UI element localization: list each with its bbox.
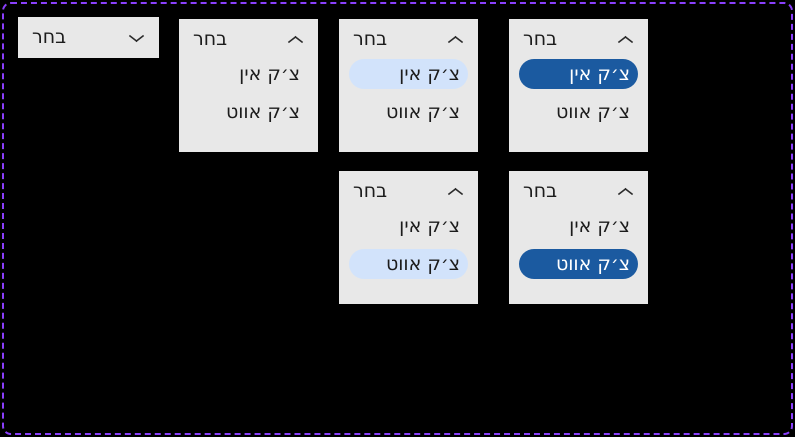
option-label: צ׳ק אווט (385, 253, 460, 275)
option-check-out[interactable]: צ׳ק אווט (519, 97, 638, 127)
select-closed-label: בחר (32, 26, 67, 48)
option-label: צ׳ק אין (399, 215, 460, 237)
chevron-up-icon (287, 35, 304, 44)
select-open-hover-checkout[interactable]: בחר צ׳ק אין צ׳ק אווט (339, 171, 478, 304)
select-open-selected-checkin-header[interactable]: בחר (509, 19, 648, 59)
select-closed[interactable]: בחר (18, 17, 159, 58)
chevron-up-icon (617, 187, 634, 196)
select-open-default-header[interactable]: בחר (179, 19, 318, 59)
option-label: צ׳ק אווט (225, 101, 300, 123)
chevron-down-icon (128, 34, 145, 42)
select-open-selected-checkin[interactable]: בחר צ׳ק אין צ׳ק אווט (509, 19, 648, 152)
select-open-selected-checkout-options: צ׳ק אין צ׳ק אווט (509, 211, 648, 291)
option-check-in[interactable]: צ׳ק אין (349, 211, 468, 241)
option-label: צ׳ק אין (239, 63, 300, 85)
select-open-selected-checkout-header[interactable]: בחר (509, 171, 648, 211)
chevron-up-icon (617, 35, 634, 44)
select-open-hover-checkin[interactable]: בחר צ׳ק אין צ׳ק אווט (339, 19, 478, 152)
option-label: צ׳ק אווט (555, 101, 630, 123)
select-open-hover-checkin-header[interactable]: בחר (339, 19, 478, 59)
option-check-in[interactable]: צ׳ק אין (519, 59, 638, 89)
select-open-hover-checkin-options: צ׳ק אין צ׳ק אווט (339, 59, 478, 139)
select-open-selected-checkout-label: בחר (523, 179, 558, 202)
option-check-out[interactable]: צ׳ק אווט (189, 97, 308, 127)
select-open-selected-checkout[interactable]: בחר צ׳ק אין צ׳ק אווט (509, 171, 648, 304)
select-open-default-label: בחר (193, 27, 228, 50)
select-open-hover-checkout-header[interactable]: בחר (339, 171, 478, 211)
option-label: צ׳ק אין (399, 63, 460, 85)
option-check-out[interactable]: צ׳ק אווט (349, 97, 468, 127)
option-check-out[interactable]: צ׳ק אווט (349, 249, 468, 279)
option-check-out[interactable]: צ׳ק אווט (519, 249, 638, 279)
select-closed-header[interactable]: בחר (18, 17, 159, 58)
select-open-selected-checkin-label: בחר (523, 27, 558, 50)
option-check-in[interactable]: צ׳ק אין (189, 59, 308, 89)
option-label: צ׳ק אין (569, 215, 630, 237)
option-label: צ׳ק אווט (555, 253, 630, 275)
select-open-default-options: צ׳ק אין צ׳ק אווט (179, 59, 318, 139)
option-check-in[interactable]: צ׳ק אין (519, 211, 638, 241)
select-open-hover-checkout-label: בחר (353, 179, 388, 202)
select-open-default[interactable]: בחר צ׳ק אין צ׳ק אווט (179, 19, 318, 152)
option-label: צ׳ק אווט (385, 101, 460, 123)
option-check-in[interactable]: צ׳ק אין (349, 59, 468, 89)
select-open-hover-checkin-label: בחר (353, 27, 388, 50)
option-label: צ׳ק אין (569, 63, 630, 85)
select-open-selected-checkin-options: צ׳ק אין צ׳ק אווט (509, 59, 648, 139)
chevron-up-icon (447, 35, 464, 44)
select-open-hover-checkout-options: צ׳ק אין צ׳ק אווט (339, 211, 478, 291)
chevron-up-icon (447, 187, 464, 196)
